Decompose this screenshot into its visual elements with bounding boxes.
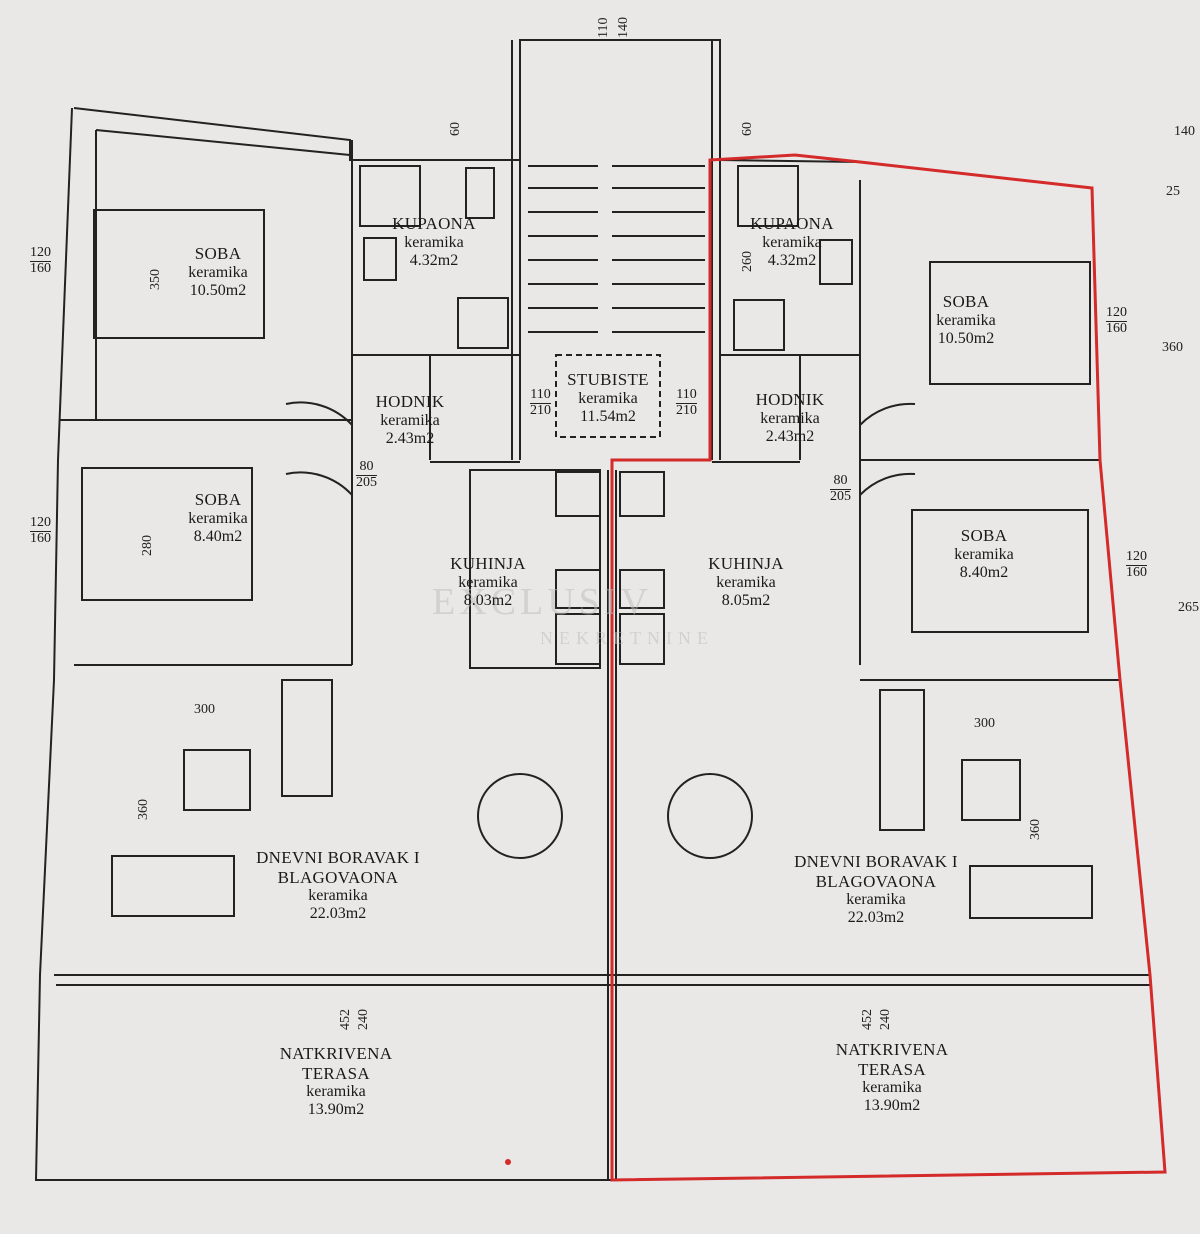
dim-280: 280 (140, 535, 155, 556)
watermark-subtext: NEKRETNINE (540, 628, 714, 648)
dim-window-top-b: 140 (616, 17, 631, 38)
dim-window-top-a: 110 (596, 17, 611, 38)
dim-260: 260 (740, 251, 755, 272)
dim-window-60-left: 60 (448, 122, 463, 136)
dim-300-left: 300 (194, 702, 215, 717)
dim-window-60-right: 60 (740, 122, 755, 136)
dim-140-side: 140 (1174, 124, 1195, 139)
dim-door-452-left: 452 (338, 1009, 353, 1030)
dim-350: 350 (148, 269, 163, 290)
dim-door-240-left: 240 (356, 1009, 371, 1030)
highlight-outline (610, 153, 1167, 1182)
dim-265-side: 265 (1178, 600, 1199, 615)
dim-25-side: 25 (1166, 184, 1180, 199)
watermark-text: EXCLUSIV (432, 581, 652, 623)
dim-360-side: 360 (1162, 340, 1183, 355)
dim-door-240-right: 240 (878, 1009, 893, 1030)
dim-360-right: 360 (1028, 819, 1043, 840)
dim-360-left: 360 (136, 799, 151, 820)
dim-300-right: 300 (974, 716, 995, 731)
dim-door-452-right: 452 (860, 1009, 875, 1030)
